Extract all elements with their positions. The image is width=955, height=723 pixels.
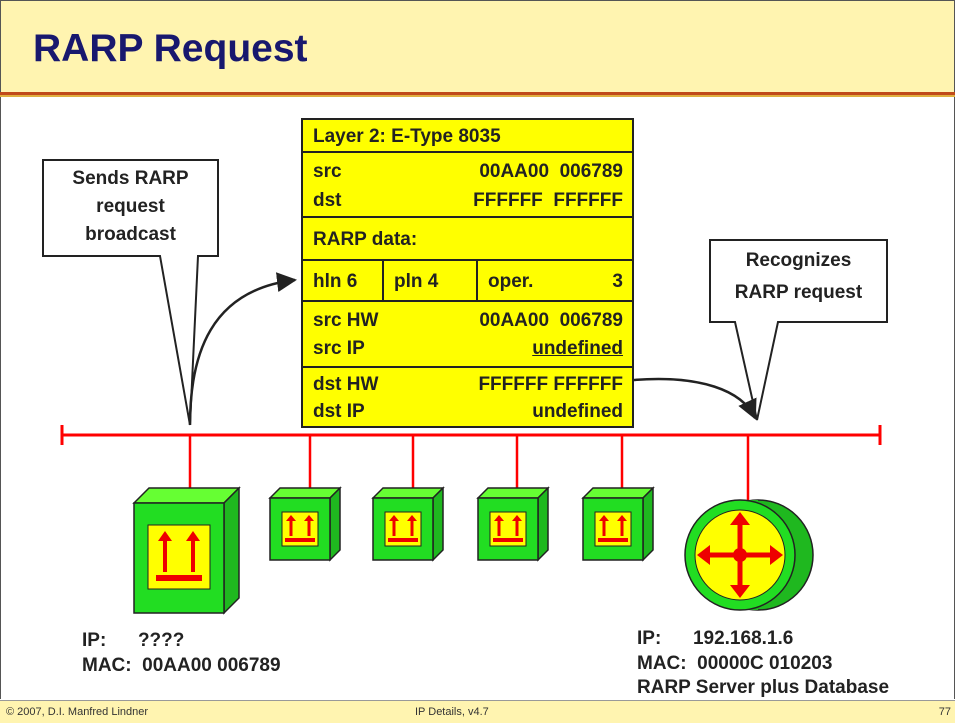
slide-title: RARP Request [33, 27, 308, 70]
frame-dst-hw-ip: dst HW FFFFFF FFFFFF dst IP undefined [301, 366, 634, 428]
footer-page-number: 77 [938, 706, 951, 718]
server-mac: MAC: 00000C 010203 [637, 653, 833, 674]
frame-pln: pln 4 [382, 259, 478, 302]
host-icon-4 [476, 486, 550, 562]
footer-center: IP Details, v4.7 [415, 706, 489, 718]
src-label: src [313, 161, 342, 182]
frame-layer2-header: Layer 2: E-Type 8035 [301, 118, 634, 153]
client-ip: IP: ???? [82, 630, 185, 651]
client-host-icon [132, 486, 241, 615]
callout-left-line3: broadcast [85, 224, 176, 245]
host-icon-2 [268, 486, 342, 562]
dst-value: FFFFFF FFFFFF [473, 190, 623, 211]
frame-hln: hln 6 [301, 259, 384, 302]
frame-rarp-data: RARP data: [301, 216, 634, 261]
callout-left-bubble [42, 159, 219, 426]
callout-right-line1: Recognizes [745, 250, 852, 271]
frame-addresses: src 00AA00 006789 dst FFFFFF FFFFFF [301, 151, 634, 218]
src-value: 00AA00 006789 [479, 161, 623, 182]
client-mac: MAC: 00AA00 006789 [82, 655, 281, 676]
arrow-to-frame [188, 272, 297, 426]
header-divider [0, 92, 955, 95]
footer-copyright: © 2007, D.I. Manfred Lindner [6, 706, 149, 718]
arrow-to-server [633, 377, 757, 420]
host-icon-3 [371, 486, 445, 562]
header-divider-accent [0, 95, 955, 97]
dst-label: dst [313, 190, 342, 211]
callout-left-line1: Sends RARP [72, 168, 189, 189]
callout-left-line2: request [96, 196, 165, 217]
rarp-server-icon [684, 499, 814, 611]
frame-src-hw-ip: src HW 00AA00 006789 src IP undefined [301, 300, 634, 368]
footer-bar: © 2007, D.I. Manfred Lindner IP Details,… [0, 700, 955, 723]
server-ip: IP: 192.168.1.6 [637, 628, 794, 649]
host-icon-5 [581, 486, 655, 562]
callout-right-bubble [709, 239, 888, 421]
server-role: RARP Server plus Database [637, 677, 890, 698]
header-bar: RARP Request [0, 0, 955, 93]
frame-oper: oper. 3 [476, 259, 634, 302]
callout-right-line2: RARP request [734, 282, 863, 303]
